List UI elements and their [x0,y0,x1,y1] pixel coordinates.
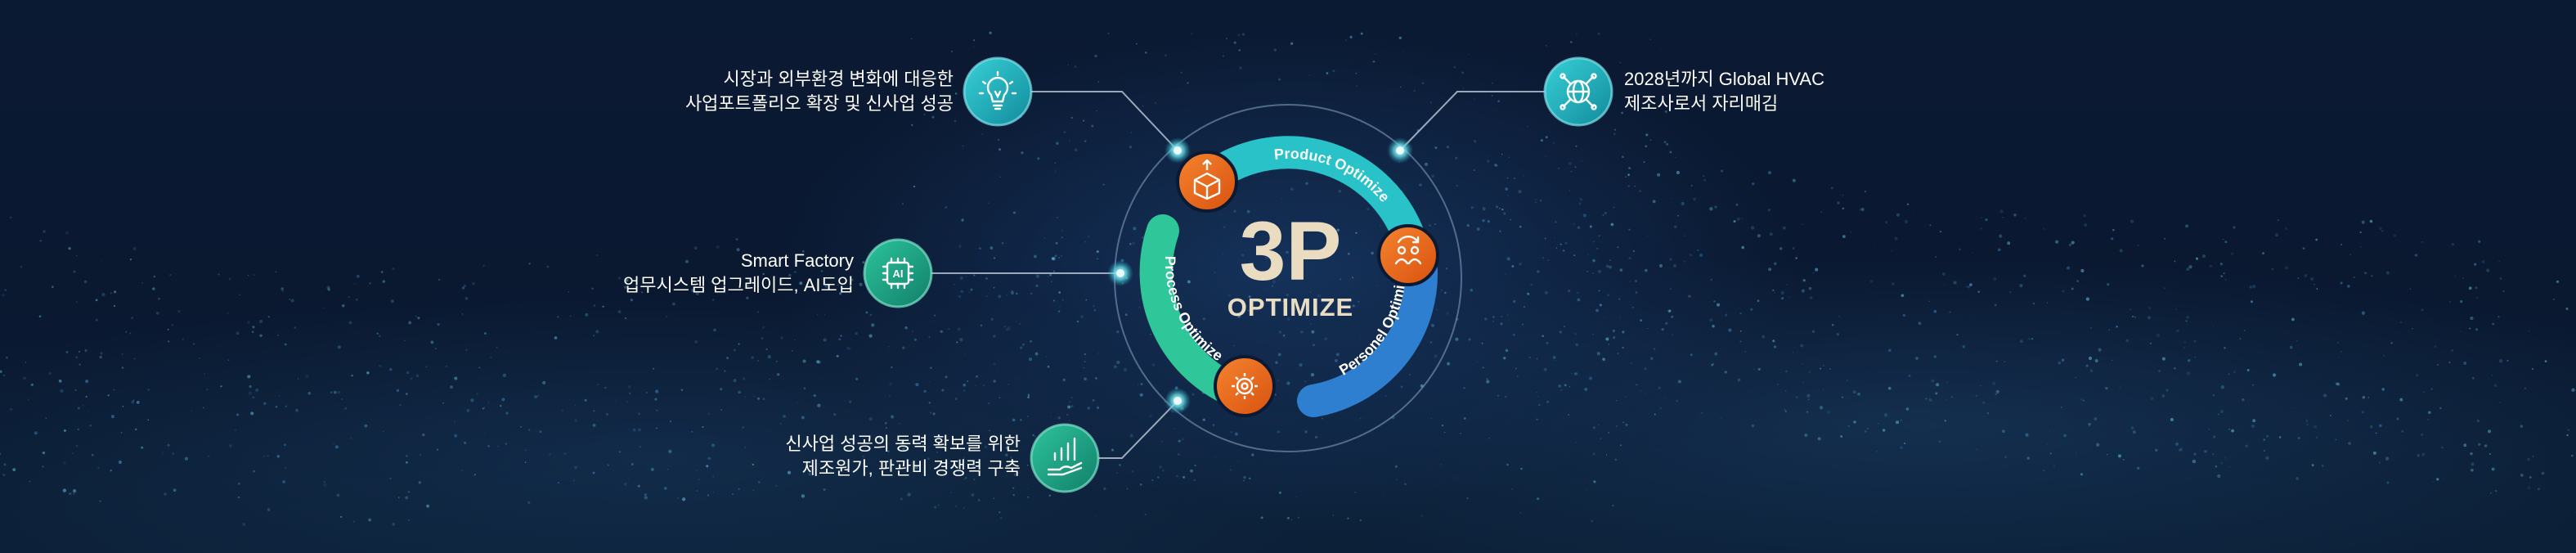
arc-process [1139,214,1254,409]
callout-icon-top-right [1543,56,1613,127]
connector-lines [931,91,1557,459]
arc-personal [1297,254,1438,417]
callout-bottom-left-line2: 제조원가, 판관비 경쟁력 구축 [801,458,1021,479]
callout-top-left: 시장과 외부환경 변화에 대응한 사업포트폴리오 확장 및 신사업 성공 [685,67,954,116]
callout-top-left-line1: 시장과 외부환경 변화에 대응한 [723,69,954,89]
callout-icon-mid-left: AI [863,238,933,308]
callout-mid-left: Smart Factory 업무시스템 업그레이드, AI도입 [623,249,854,298]
center-subtitle: OPTIMIZE [1227,293,1353,321]
callout-icon-top-left [963,56,1033,127]
node-personal [1377,224,1439,286]
callout-icon-bottom-left [1030,423,1100,493]
svg-text:AI: AI [893,268,904,280]
ai-chip-icon [882,257,914,290]
connector-top-left [1021,91,1178,151]
connector-bottom-left [1097,400,1178,459]
growth-chart-hand-icon [1047,437,1083,476]
people-arrows-icon [1394,236,1422,265]
callout-top-left-line2: 사업포트폴리오 확장 및 신사업 성공 [684,93,954,114]
node-product [1176,151,1238,213]
arc-product [1202,136,1425,251]
gear-icon [1232,373,1258,399]
callout-top-right-line2: 제조사로서 자리매김 [1624,93,1779,114]
callout-bottom-left-line1: 신사업 성공의 동력 확보를 위한 [785,434,1021,454]
ring-glow-dots [1107,137,1413,414]
lightbulb-icon [978,70,1017,110]
optimize-arcs [1139,136,1438,417]
center-title: 3P [1240,205,1342,298]
connector-top-right [1399,91,1557,151]
callout-mid-left-line2: 업무시스템 업그레이드, AI도입 [622,275,854,295]
callout-bottom-left: 신사업 성공의 동력 확보를 위한 제조원가, 판관비 경쟁력 구축 [785,432,1021,481]
globe-network-icon [1560,73,1597,110]
callout-top-right: 2028년까지 Global HVAC 제조사로서 자리매김 [1624,67,1824,116]
box-upload-icon [1193,159,1221,200]
callout-mid-left-line1: Smart Factory [740,250,854,271]
node-process [1214,355,1276,417]
callout-top-right-line1: 2028년까지 Global HVAC [1624,69,1824,89]
